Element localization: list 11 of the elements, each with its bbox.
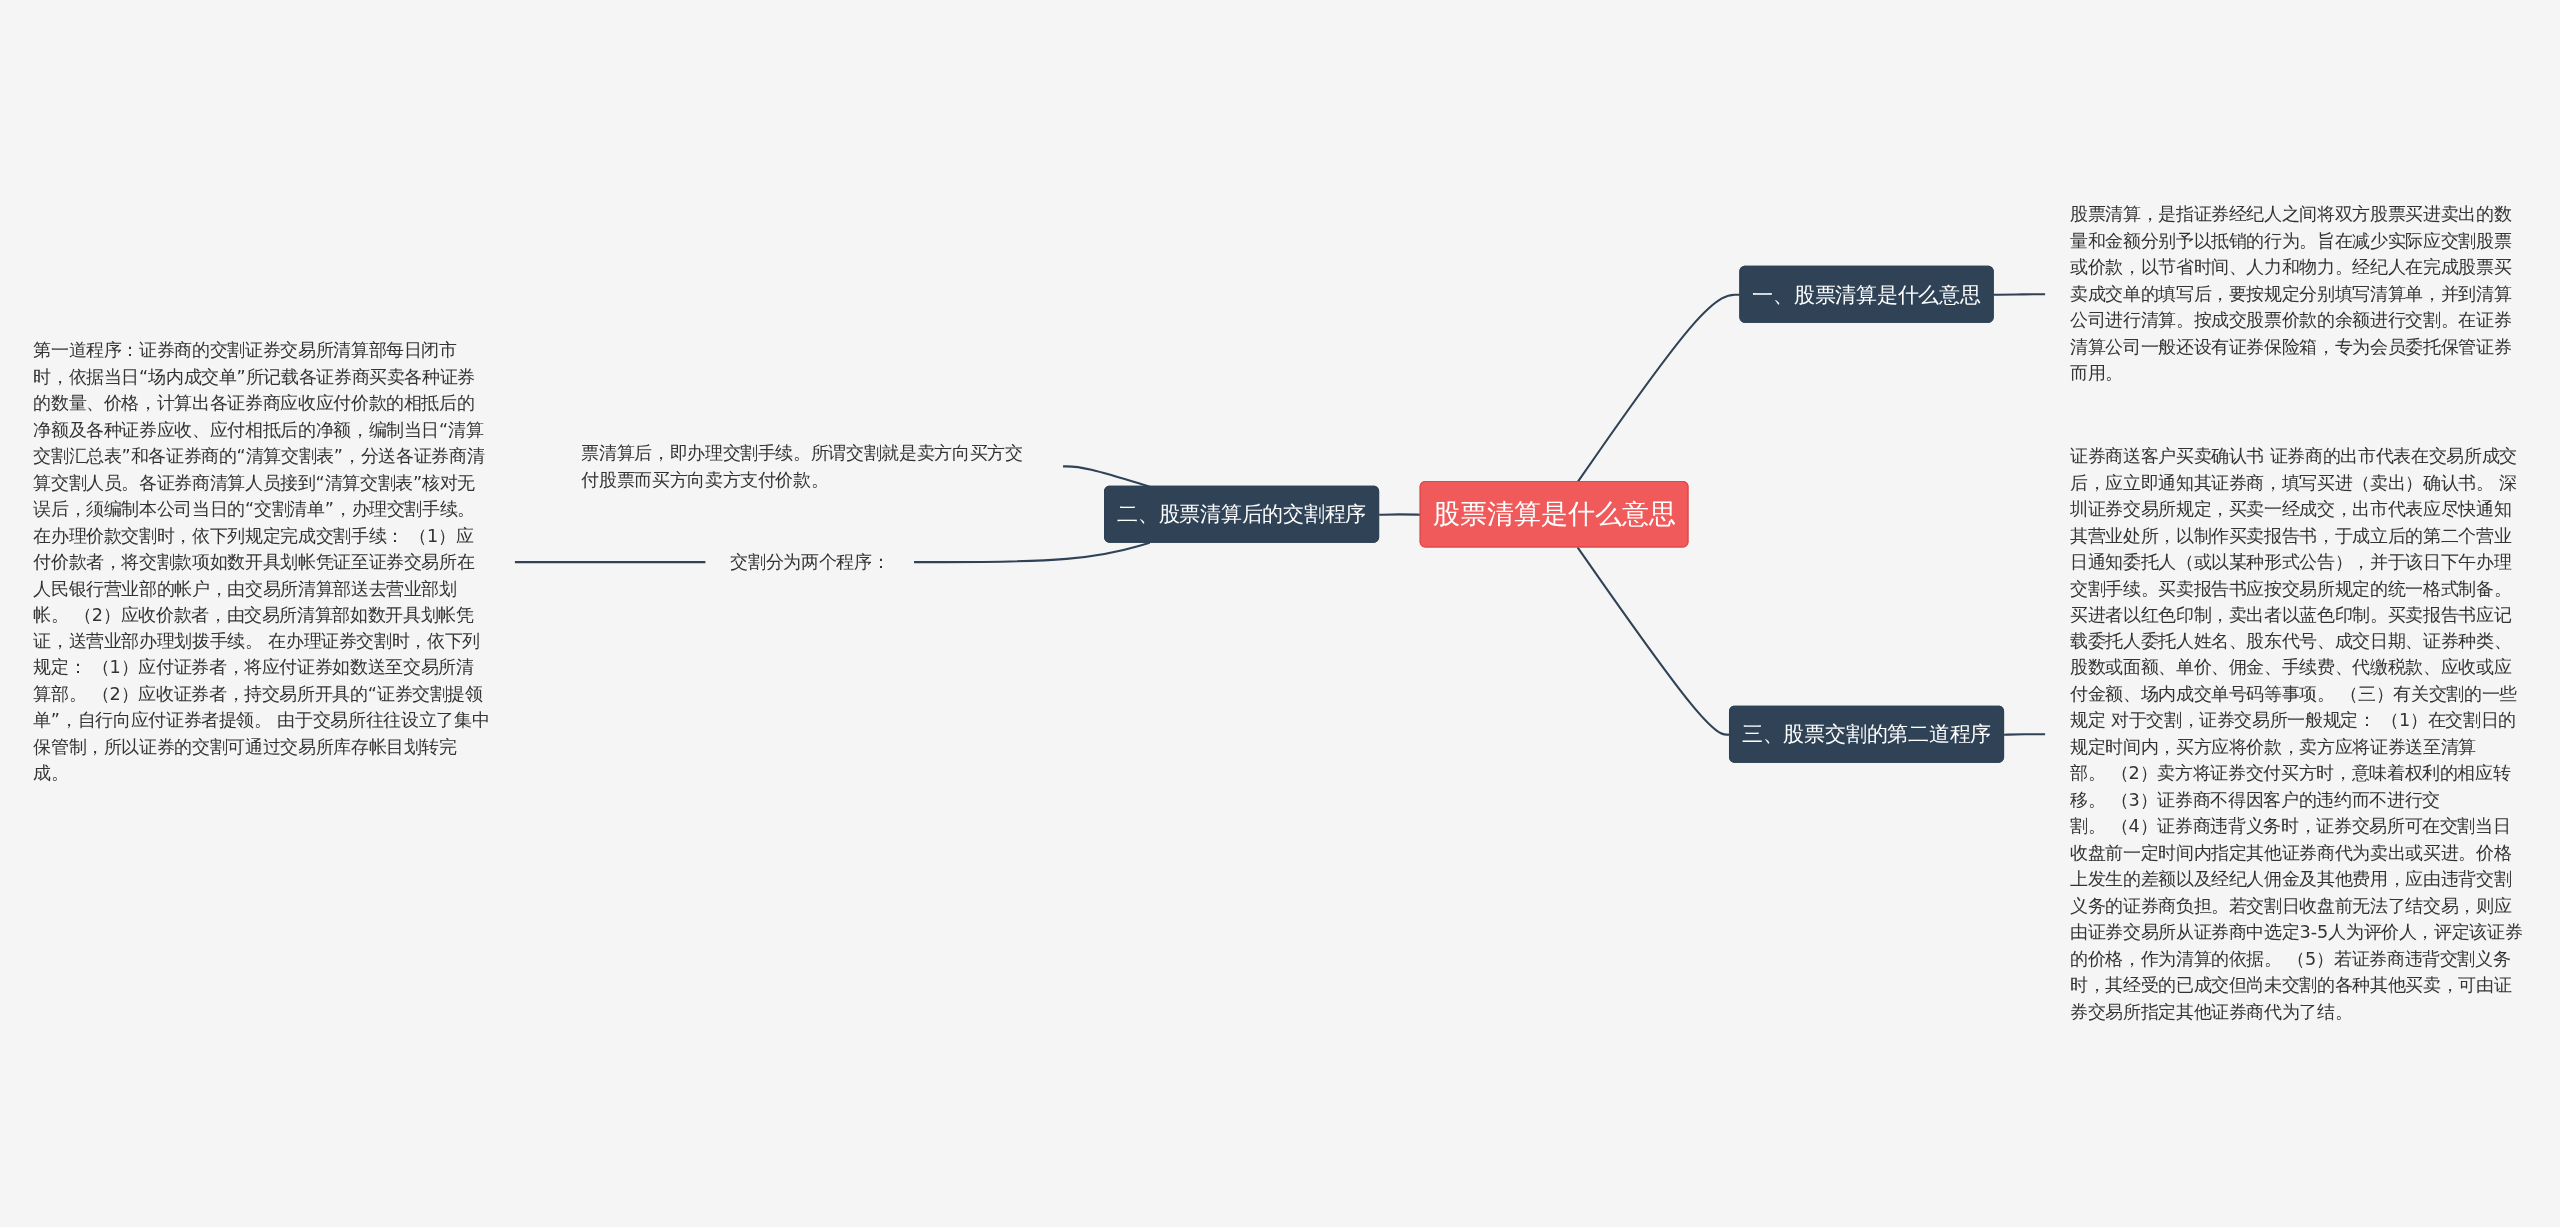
connector	[1993, 293, 2046, 296]
node-text: 证券商送客户买卖确认书 证券商的出市代表在交易所成交后，应立即通知其证券商，填写买进（卖出）确认书。 深圳证券交易所规定，买卖一经成交，出市代表应尽快通知其营业处所，以制作买卖报告书，于成立后的第二个营业日通知委托人（或以某种形式公告），并于该日下午办理交割手续。买卖报告书应按交易所规定的统一格式制备。买进者以红色印制，卖出者以蓝色印制。买卖报告书应记载委托人委托人姓名、股东代号、成交日期、证券种类、股数或面额、单价、佣金、手续费、代缴税款、应收或应付金额、场内成交单号码等事项。 （三）有关交割的一些规定 对于交割，证券交易所一般规定： （1）在交割日的规定时间内，买方应将价款，卖方应将证券送至清算部。 （2）卖方将证券交付买方时，意味着权利的相应转移。 （3）证券商不得因客户的违约而不进行交割。 （4）证券商违背义务时，证券交易所可在交割当日收盘前一定时间内指定其他证券商代为卖出或买进。价格上发生的差额以及经纪人佣金及其他费用，应由违背交割义务的证券商负担。若交割日收盘前无法了结交易，则应由证券交易所从证券商中选定3-5人为评价人，评定该证券的价格，作为清算的依据。 （5）若证券商违背交割义务时，其经受的已成交但尚未交割的各种其他买卖，可由证券交易所指定其他证券商代为了结。	[2070, 445, 2523, 1022]
connector	[1379, 513, 1421, 516]
connector	[1063, 465, 1151, 488]
connector	[2004, 733, 2046, 736]
connector	[914, 541, 1151, 564]
connector	[514, 561, 706, 564]
node-text: 票清算后，即办理交割手续。所谓交割就是卖方向买方交付股票而买方向卖方支付价款。	[581, 441, 1023, 490]
node-text: 交割分为两个程序：	[730, 550, 890, 572]
node-text: 第一道程序：证券商的交割证券交易所清算部每日闭市时，依据当日“场内成交单”所记载各证券商买卖各种证券的数量、价格，计算出各证券商应收应付价款的相抵后的净额及各种证券应收、应付相抵后的净额，编制当日“清算交割汇总表”和各证券商的“清算交割表”，分送各证券商清算交割人员。各证券商清算人员接到“清算交割表”核对无误后，须编制本公司当日的“交割清单”，办理交割手续。在办理价款交割时，依下列规定完成交割手续： （1）应付价款者，将交割款项如数开具划帐凭证至证券交易所在人民银行营业部的帐户，由交易所清算部送去营业部划帐。 （2）应收价款者，由交易所清算部如数开具划帐凭证，送营业部办理划拨手续。 在办理证券交割时，依下列规定： （1）应付证券者，将应付证券如数送至交易所清算部。 （2）应收证券者，持交易所开具的“证券交割提领单”，自行向应付证券者提领。 由于交易所往往设立了集中保管制，所以证券的交割可通过交易所库存帐目划转完成。	[33, 339, 490, 784]
node-text: 股票清算，是指证券经纪人之间将双方股票买进卖出的数量和金额分别予以抵销的行为。旨在减少实际应交割股票或价款，以节省时间、人力和物力。经纪人在完成股票买卖成交单的填写后，要按规定分别填写清算单，并到清算公司进行清算。按成交股票价款的余额进行交割。在证券清算公司一般还设有证券保险箱，专为会员委托保管证券而用。	[2070, 203, 2512, 384]
